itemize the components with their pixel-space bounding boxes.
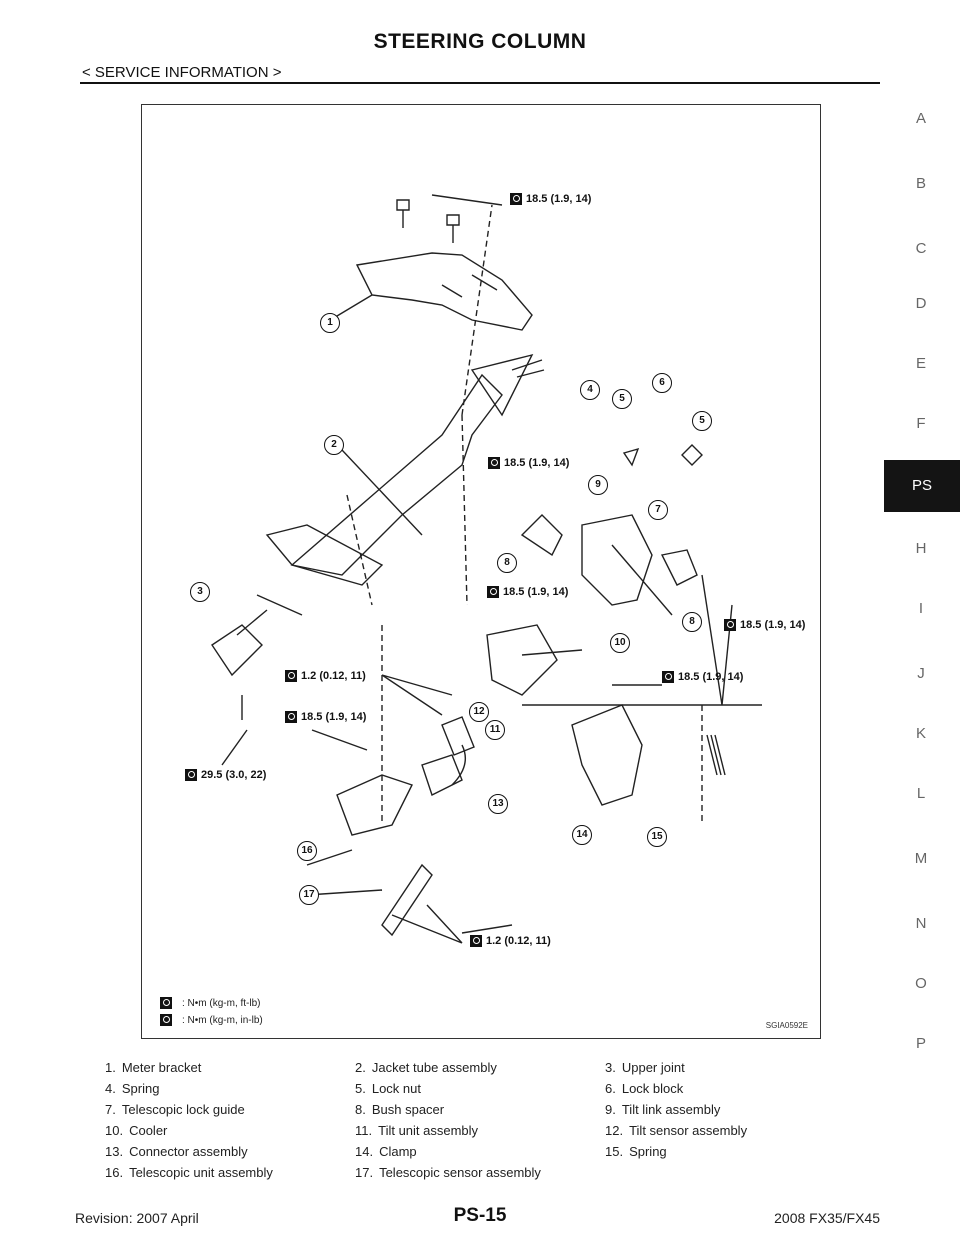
torque-ftlb-icon — [185, 769, 197, 781]
part-item: 11.Tilt unit assembly — [355, 1123, 479, 1138]
part-item: 14.Clamp — [355, 1144, 417, 1159]
index-letter-active[interactable]: PS — [884, 460, 960, 512]
part-item: 3.Upper joint — [605, 1060, 685, 1075]
index-letter[interactable]: O — [915, 975, 927, 992]
header-divider — [80, 82, 880, 84]
callout-7: 7 — [648, 500, 668, 520]
callout-1: 1 — [320, 313, 340, 333]
torque-label: 18.5 (1.9, 14) — [724, 619, 805, 631]
index-letter[interactable]: D — [915, 295, 927, 312]
torque-label: 18.5 (1.9, 14) — [662, 671, 743, 683]
part-item: 8.Bush spacer — [355, 1102, 445, 1117]
part-item: 17.Telescopic sensor assembly — [355, 1165, 541, 1180]
index-letter[interactable]: B — [915, 175, 926, 192]
callout-14: 14 — [572, 825, 592, 845]
index-letter[interactable]: N — [915, 915, 927, 932]
callout-16: 16 — [297, 841, 317, 861]
legend-row: : N•m (kg-m, in-lb) — [160, 1014, 263, 1026]
callout-17: 17 — [299, 885, 319, 905]
index-letter[interactable]: A — [915, 110, 926, 127]
torque-label: 29.5 (3.0, 22) — [185, 769, 266, 781]
callout-15: 15 — [647, 827, 667, 847]
torque-label: 18.5 (1.9, 14) — [285, 711, 366, 723]
part-item: 2.Jacket tube assembly — [355, 1060, 497, 1075]
index-letter[interactable]: J — [917, 665, 925, 682]
revision-date: Revision: 2007 April — [75, 1210, 199, 1226]
index-letter[interactable]: I — [918, 600, 924, 617]
index-letter[interactable]: L — [916, 785, 926, 802]
part-item: 10.Cooler — [105, 1123, 168, 1138]
part-item: 5.Lock nut — [355, 1081, 421, 1096]
callout-5: 5 — [612, 389, 632, 409]
part-item: 1.Meter bracket — [105, 1060, 202, 1075]
part-item: 12.Tilt sensor assembly — [605, 1123, 748, 1138]
index-letter[interactable]: E — [915, 355, 926, 372]
index-letter[interactable]: K — [915, 725, 926, 742]
callout-12: 12 — [469, 702, 489, 722]
index-letter[interactable]: F — [916, 415, 926, 432]
meter-bracket-shape — [355, 252, 533, 331]
torque-label: 18.5 (1.9, 14) — [488, 457, 569, 469]
callout-2: 2 — [324, 435, 344, 455]
torque-ftlb-icon — [662, 671, 674, 683]
callout-10: 10 — [610, 633, 630, 653]
torque-inlb-icon — [285, 670, 297, 682]
torque-ftlb-icon — [510, 193, 522, 205]
torque-label: 18.5 (1.9, 14) — [510, 193, 591, 205]
callout-4: 4 — [580, 380, 600, 400]
index-letter[interactable]: H — [915, 540, 927, 557]
part-item: 15.Spring — [605, 1144, 667, 1159]
callout-8: 8 — [497, 553, 517, 573]
callout-3: 3 — [190, 582, 210, 602]
callout-13: 13 — [488, 794, 508, 814]
parts-list: 1.Meter bracket 2.Jacket tube assembly 3… — [105, 1060, 785, 1180]
page-number: PS-15 — [453, 1205, 507, 1226]
part-item: 6.Lock block — [605, 1081, 684, 1096]
vehicle-model: 2008 FX35/FX45 — [774, 1210, 880, 1226]
torque-ftlb-icon — [285, 711, 297, 723]
part-item: 9.Tilt link assembly — [605, 1102, 721, 1117]
diagram-drawing — [211, 194, 762, 944]
page-title: STEERING COLUMN — [373, 30, 587, 53]
part-item: 7.Telescopic lock guide — [105, 1102, 245, 1117]
index-letter[interactable]: C — [915, 240, 927, 257]
callout-5b: 5 — [692, 411, 712, 431]
exploded-diagram: 1 2 3 4 5 6 5 7 8 9 8 10 11 12 13 14 15 … — [141, 104, 821, 1039]
torque-label: 1.2 (0.12, 11) — [470, 935, 551, 947]
callout-6: 6 — [652, 373, 672, 393]
figure-id: SGIA0592E — [765, 1021, 808, 1030]
callout-8b: 8 — [682, 612, 702, 632]
torque-inlb-icon — [470, 935, 482, 947]
callout-11: 11 — [485, 720, 505, 740]
callout-9: 9 — [588, 475, 608, 495]
jacket-tube-shape — [290, 373, 503, 576]
torque-legend: : N•m (kg-m, ft-lb) : N•m (kg-m, in-lb) — [160, 992, 263, 1026]
part-item: 16.Telescopic unit assembly — [105, 1165, 273, 1180]
section-subtitle: < SERVICE INFORMATION > — [82, 64, 282, 81]
torque-ftlb-icon — [160, 997, 172, 1009]
legend-row: : N•m (kg-m, ft-lb) — [160, 997, 263, 1009]
part-item: 4.Spring — [105, 1081, 160, 1096]
torque-ftlb-icon — [488, 457, 500, 469]
torque-label: 18.5 (1.9, 14) — [487, 586, 568, 598]
torque-ftlb-icon — [487, 586, 499, 598]
torque-ftlb-icon — [724, 619, 736, 631]
part-item: 13.Connector assembly — [105, 1144, 248, 1159]
torque-inlb-icon — [160, 1014, 172, 1026]
index-letter[interactable]: M — [914, 850, 928, 867]
torque-label: 1.2 (0.12, 11) — [285, 670, 366, 682]
index-letter[interactable]: P — [915, 1035, 926, 1052]
